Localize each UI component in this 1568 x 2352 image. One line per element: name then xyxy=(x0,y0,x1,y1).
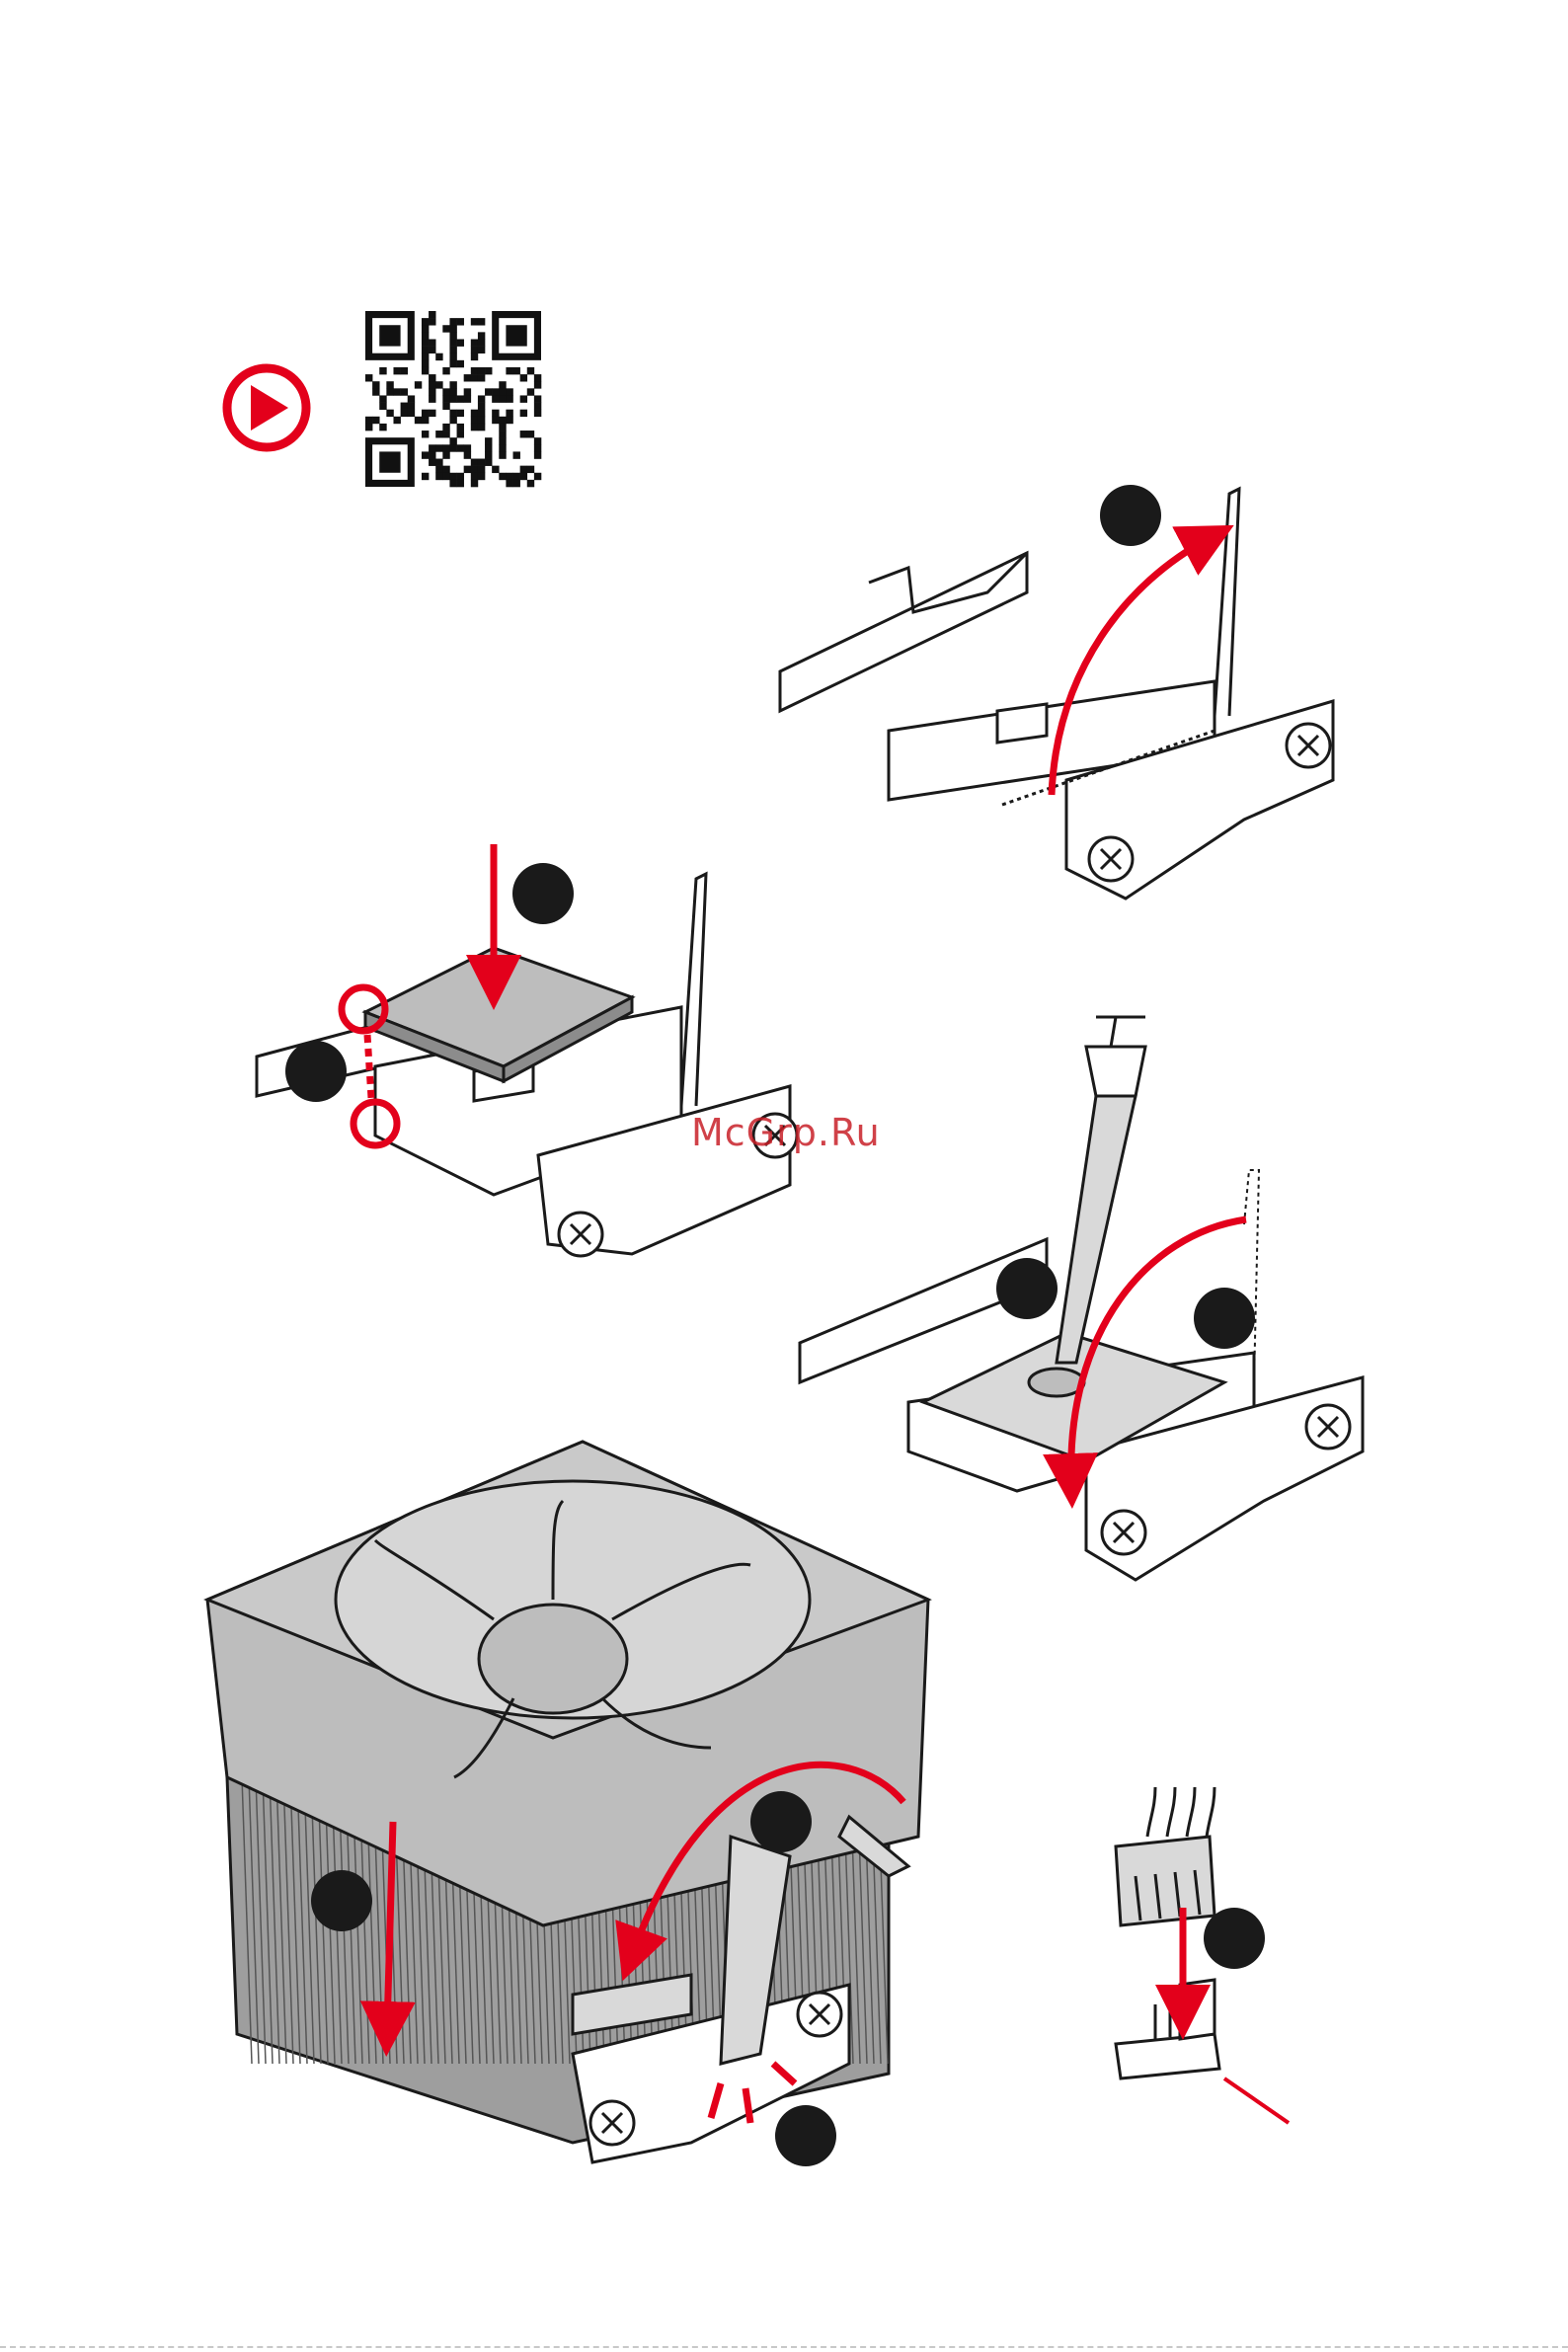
step-dot xyxy=(750,1791,812,1852)
watermark-text: McGrp.Ru xyxy=(691,1111,881,1154)
thermal-paste-illustration xyxy=(800,1017,1363,1580)
step-dot xyxy=(1100,485,1161,546)
step-dot xyxy=(1204,1908,1265,1969)
bottom-divider xyxy=(0,2346,1568,2348)
step-dot xyxy=(512,863,574,924)
click-mark xyxy=(745,2088,750,2123)
header-callout-line xyxy=(1224,2078,1289,2123)
socket-open-illustration xyxy=(780,489,1333,899)
step-dot xyxy=(285,1041,347,1102)
cpu-cooler-illustration xyxy=(207,1442,928,2162)
step-dot xyxy=(1194,1288,1255,1349)
step-dot xyxy=(996,1258,1058,1319)
lever-open-ghost xyxy=(1244,1170,1259,1382)
fan-connector-illustration xyxy=(1116,1787,1219,2078)
play-icon[interactable] xyxy=(227,368,306,447)
step-dot xyxy=(775,2105,836,2166)
step-dot xyxy=(311,1870,372,1931)
qr-code-icon xyxy=(365,311,541,487)
